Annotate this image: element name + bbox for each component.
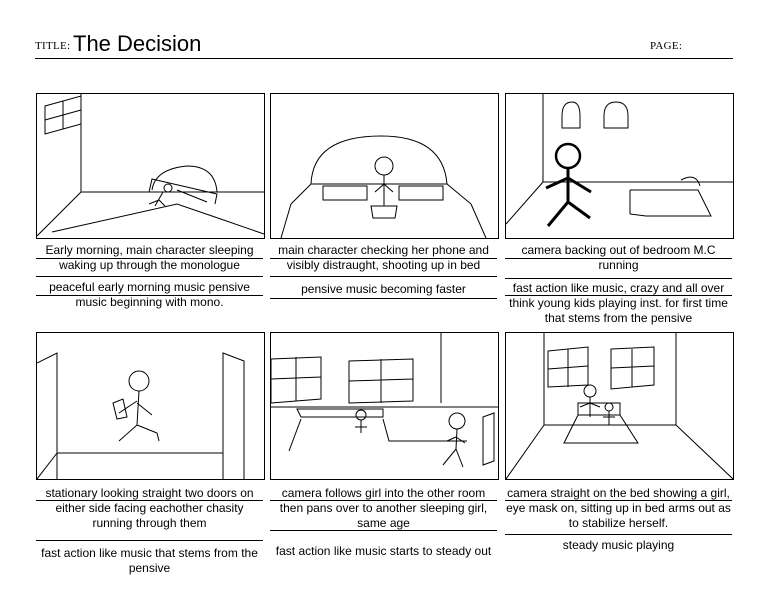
panel-5-description: camera follows girl into the other room …	[279, 486, 488, 530]
caption-rule	[505, 534, 732, 535]
panel-1-sketch	[37, 94, 264, 237]
caption-rule	[36, 295, 263, 296]
title-label: TITLE:	[35, 40, 71, 52]
panel-3-description: camera backing out of bedroom M.C runnin…	[521, 243, 716, 272]
panel-3-sound: fast action like music, crazy and all ov…	[509, 281, 728, 325]
caption-rule	[36, 276, 263, 277]
panel-5-frame	[270, 332, 499, 480]
caption-rule	[36, 540, 263, 541]
caption-rule	[270, 276, 497, 277]
header-divider	[35, 58, 733, 59]
caption-rule	[505, 278, 732, 279]
panel-4-description: stationary looking straight two doors on…	[45, 486, 254, 530]
caption-rule	[270, 298, 497, 299]
panel-1-frame	[36, 93, 265, 239]
caption-rule	[36, 258, 263, 259]
storyboard-title: The Decision	[73, 31, 202, 56]
panel-5-sound: fast action like music starts to steady …	[275, 544, 492, 558]
panel-1-sound: peaceful early morning music pensive mus…	[49, 280, 250, 309]
caption-rule	[270, 258, 497, 259]
caption-rule	[270, 500, 497, 501]
panel-6-sound: steady music playing	[562, 538, 675, 552]
caption-rule	[36, 500, 263, 501]
panel-2-sketch	[280, 135, 487, 238]
panel-2-frame	[270, 93, 499, 239]
caption-rule	[505, 295, 732, 296]
caption-rule	[270, 530, 497, 531]
panel-6-frame	[505, 332, 734, 480]
panel-3-sketch	[506, 94, 733, 227]
panel-4-frame	[36, 332, 265, 480]
page-label: PAGE:	[650, 40, 683, 52]
panel-6-sketch	[506, 333, 733, 479]
panel-3-frame	[505, 93, 734, 239]
caption-rule	[505, 258, 732, 259]
panel-4-sound: fast action like music that stems from t…	[41, 546, 258, 575]
panel-2-description: main character checking her phone and vi…	[278, 243, 489, 272]
panel-6-description: camera straight on the bed showing a gir…	[506, 486, 731, 530]
panel-2-sound: pensive music becoming faster	[301, 282, 466, 296]
panel-1-description: Early morning, main character sleeping w…	[45, 243, 254, 272]
panel-4-sketch	[37, 352, 245, 479]
caption-rule	[505, 500, 732, 501]
panel-5-sketch	[271, 333, 498, 468]
